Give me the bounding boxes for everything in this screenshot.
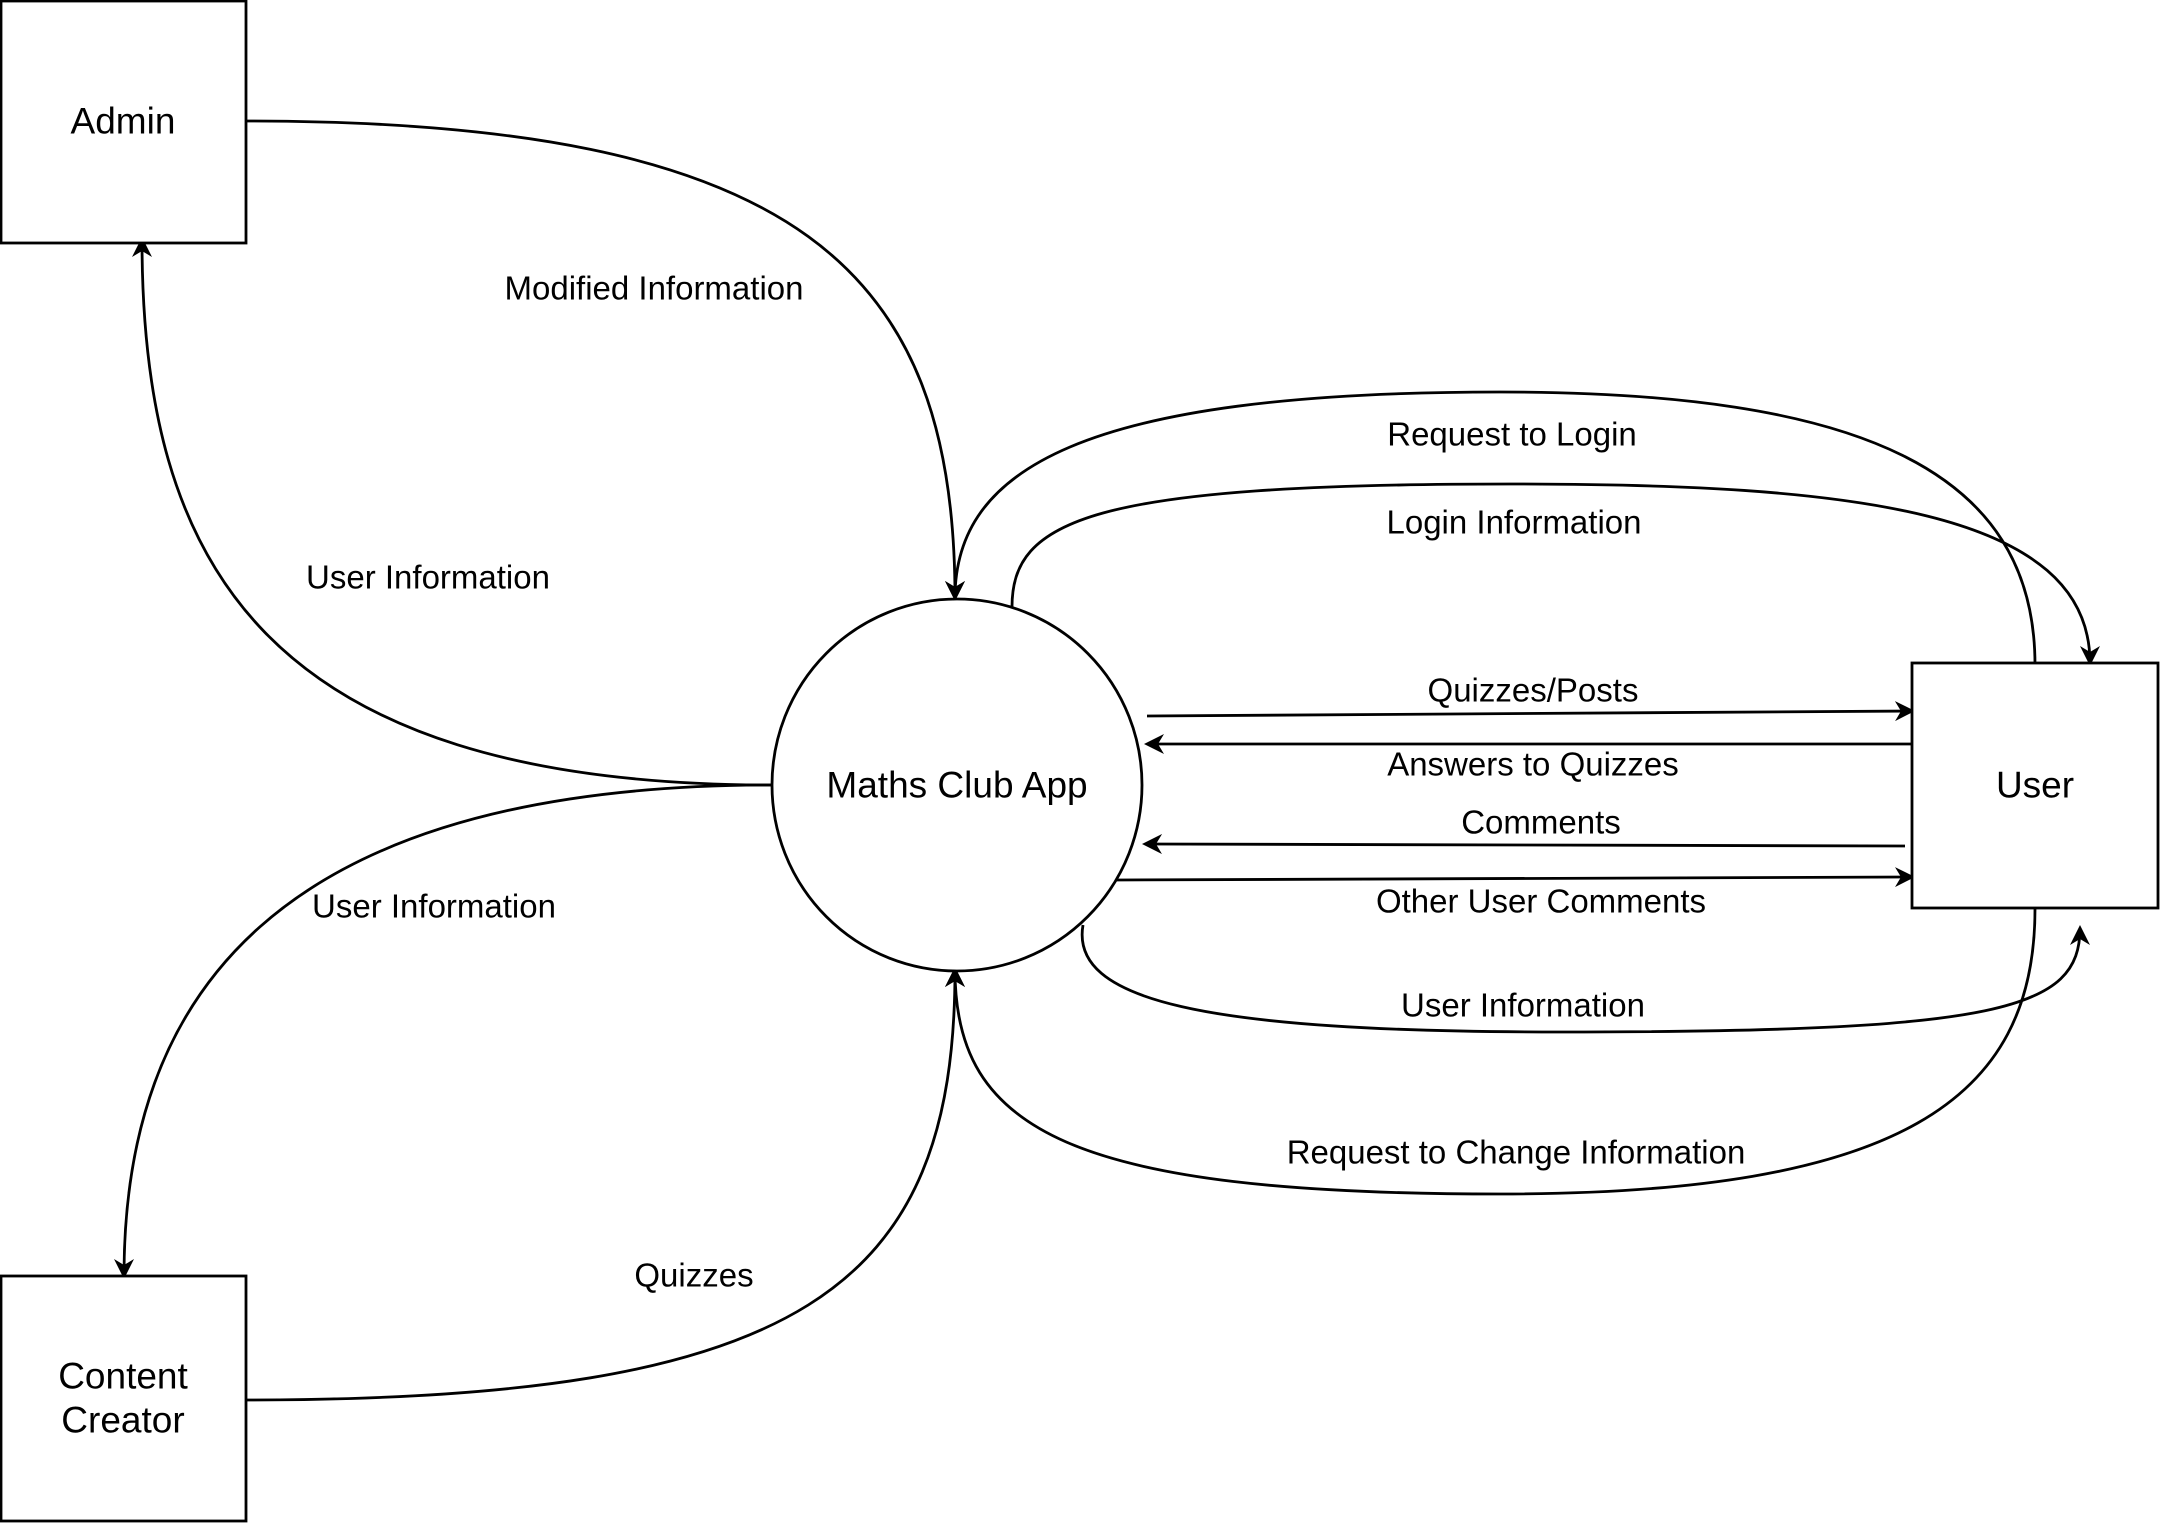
edge-quizzes-posts (1146, 701, 1915, 722)
edge-other-user-comments (1116, 867, 1915, 888)
label-user-information-to-admin: User Information (306, 559, 550, 596)
edge-modified-information (245, 119, 965, 601)
content-creator-entity-box (0, 1274, 248, 1523)
label-quizzes-posts: Quizzes/Posts (1428, 672, 1639, 709)
label-comments: Comments (1461, 804, 1621, 841)
label-quizzes: Quizzes (634, 1257, 753, 1294)
edge-user-information-to-admin (132, 237, 773, 787)
maths-club-app-label: Maths Club App (826, 765, 1087, 806)
label-answers-to-quizzes: Answers to Quizzes (1387, 746, 1679, 783)
label-user-information-to-user: User Information (1401, 987, 1645, 1024)
label-user-information-to-creator: User Information (312, 888, 556, 925)
edge-user-information-to-creator (114, 783, 773, 1279)
content-creator-label-line2: Creator (61, 1400, 184, 1441)
edge-request-to-login (945, 390, 2037, 666)
user-entity-box (1910, 661, 2160, 910)
label-request-to-login: Request to Login (1387, 416, 1637, 453)
maths-club-app-process (770, 597, 1144, 973)
label-request-to-change-information: Request to Change Information (1287, 1134, 1746, 1171)
label-modified-information: Modified Information (505, 270, 804, 307)
admin-label: Admin (71, 101, 176, 142)
label-other-user-comments: Other User Comments (1376, 883, 1706, 920)
admin-entity-box (0, 0, 248, 245)
edge-user-information-to-user (1080, 924, 2090, 1034)
label-login-information: Login Information (1387, 504, 1642, 541)
content-creator-label-line1: Content (58, 1356, 188, 1397)
edge-quizzes (245, 967, 965, 1402)
edge-login-information (1010, 482, 2100, 666)
edge-request-to-change-information (945, 908, 2037, 1196)
user-label: User (1996, 765, 2074, 806)
edge-comments (1142, 834, 1906, 855)
